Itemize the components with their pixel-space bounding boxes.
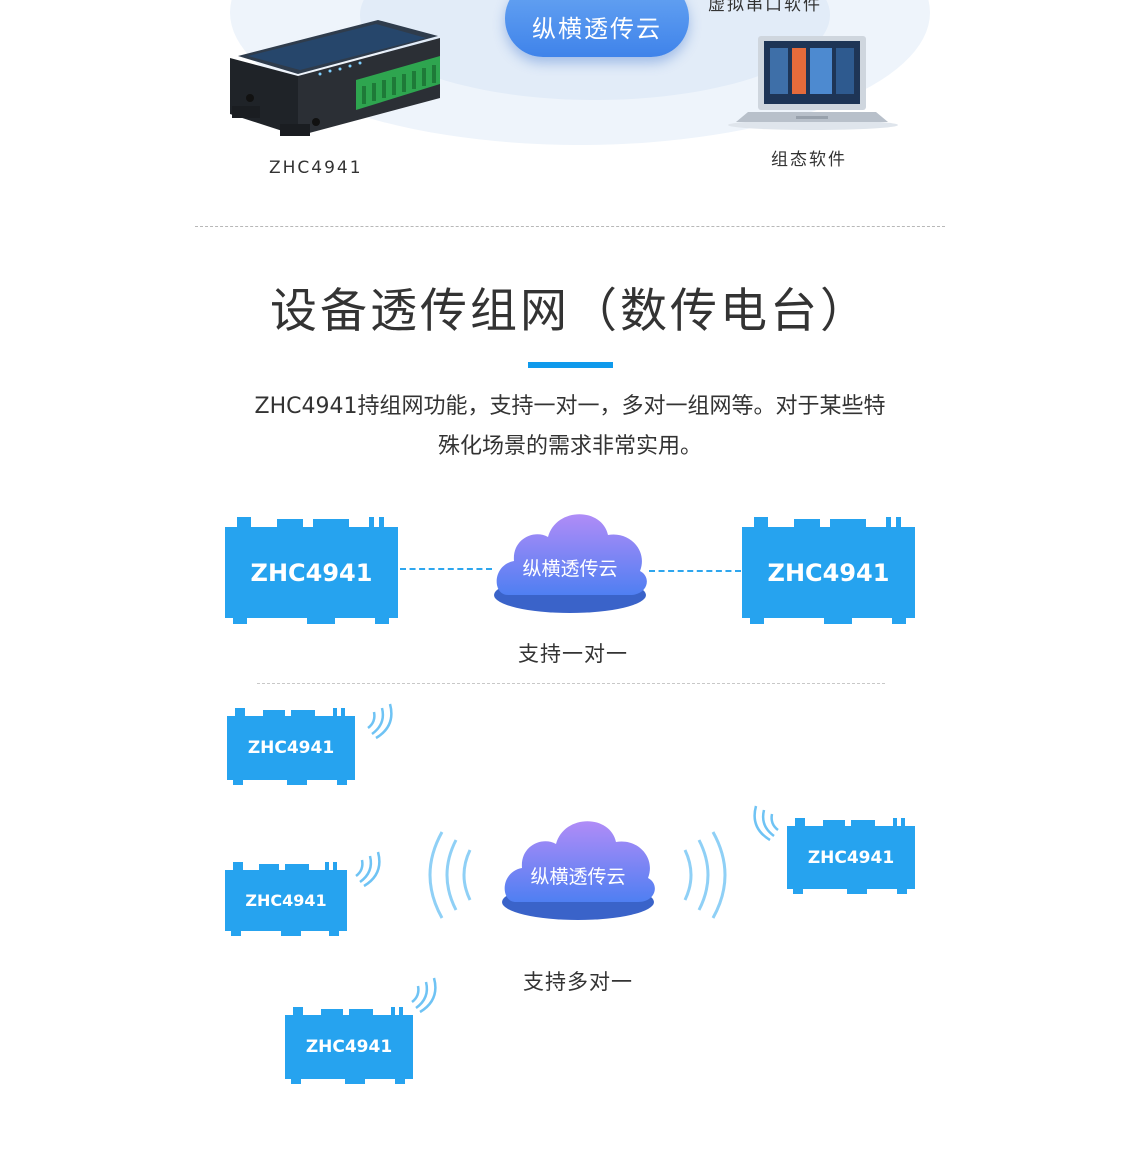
- module-tab: [794, 519, 820, 529]
- section-description: ZHC4941持组网功能，支持一对一，多对一组网等。对于某些特 殊化场景的需求非…: [195, 387, 945, 467]
- module-foot: [329, 930, 339, 936]
- module-antenna: [369, 517, 374, 529]
- module-device-4: ZHC4941: [285, 1007, 413, 1084]
- description-line-1: ZHC4941持组网功能，支持一对一，多对一组网等。对于某些特: [254, 394, 886, 419]
- module-tab: [259, 864, 279, 871]
- module-tab: [235, 708, 245, 717]
- cloud-label-one-to-one: 纵横透传云: [522, 558, 618, 580]
- module-tab: [349, 1009, 373, 1016]
- cloud-pill-label: 纵横透传云: [532, 15, 662, 43]
- cloud-icon-many-to-one: [502, 821, 655, 920]
- cloud-pill-badge: 纵横透传云: [505, 0, 689, 57]
- module-label-2: ZHC4941: [225, 870, 347, 931]
- module-device-right: ZHC4941: [742, 517, 915, 624]
- module-tab: [285, 864, 309, 871]
- module-device-3: ZHC4941: [787, 818, 915, 894]
- module-foot: [395, 1078, 405, 1084]
- module-foot: [233, 779, 243, 785]
- module-antenna: [333, 708, 337, 717]
- module-tab: [754, 517, 768, 529]
- module-tab: [277, 519, 303, 529]
- module-tab: [263, 710, 285, 717]
- signal-wave-icon: [355, 851, 381, 888]
- signal-wave-icon: [367, 703, 393, 740]
- module-foot: [281, 930, 301, 936]
- module-foot: [793, 888, 803, 894]
- module-device-2: ZHC4941: [225, 862, 347, 936]
- module-antenna: [901, 818, 905, 827]
- signal-wave-right-icon: [683, 831, 727, 919]
- module-tab: [237, 517, 251, 529]
- module-foot: [231, 930, 241, 936]
- connection-line-right: [649, 570, 741, 572]
- module-foot: [287, 779, 307, 785]
- module-device-left: ZHC4941: [225, 517, 398, 624]
- module-antenna: [391, 1007, 395, 1016]
- module-device-1: ZHC4941: [227, 708, 355, 785]
- laptop-image: [728, 36, 898, 130]
- module-tab: [830, 519, 866, 529]
- module-foot: [897, 888, 907, 894]
- virtual-serial-software-label: 虚拟串口软件: [708, 0, 822, 15]
- module-foot: [337, 779, 347, 785]
- module-tab: [291, 710, 315, 717]
- module-tab: [293, 1007, 303, 1016]
- section-divider: [195, 226, 945, 227]
- cloud-label-many-to-one: 纵横透传云: [530, 866, 626, 888]
- caption-one-to-one: 支持一对一: [518, 642, 628, 666]
- module-antenna: [896, 517, 901, 529]
- module-label-4: ZHC4941: [285, 1015, 413, 1079]
- module-label-right: ZHC4941: [742, 527, 915, 618]
- description-line-2: 殊化场景的需求非常实用。: [437, 434, 702, 459]
- module-tab: [795, 818, 805, 827]
- module-foot: [345, 1078, 365, 1084]
- signal-wave-left-icon: [428, 831, 472, 919]
- module-tab: [321, 1009, 343, 1016]
- module-tab: [851, 820, 875, 827]
- subsection-divider: [257, 683, 885, 684]
- cloud-icon-one-to-one: [494, 514, 647, 613]
- module-foot: [750, 616, 764, 624]
- module-label-3: ZHC4941: [787, 826, 915, 889]
- caption-many-to-one: 支持多对一: [523, 970, 633, 994]
- module-antenna: [325, 862, 329, 871]
- module-label-left: ZHC4941: [225, 527, 398, 618]
- title-accent-bar: [528, 362, 613, 368]
- module-antenna: [886, 517, 891, 529]
- module-foot: [307, 616, 335, 624]
- module-foot: [291, 1078, 301, 1084]
- module-tab: [233, 862, 243, 871]
- module-antenna: [399, 1007, 403, 1016]
- module-antenna: [379, 517, 384, 529]
- connection-line-left: [400, 568, 492, 570]
- module-tab: [823, 820, 845, 827]
- module-antenna: [893, 818, 897, 827]
- module-antenna: [333, 862, 337, 871]
- module-foot: [847, 888, 867, 894]
- module-label-1: ZHC4941: [227, 716, 355, 780]
- signal-wave-icon: [753, 805, 779, 842]
- module-antenna: [341, 708, 345, 717]
- module-tab: [313, 519, 349, 529]
- module-foot: [892, 616, 906, 624]
- device-model-label: ZHC4941: [269, 158, 363, 178]
- configuration-software-label: 组态软件: [771, 150, 847, 170]
- signal-wave-icon: [411, 977, 437, 1014]
- module-foot: [824, 616, 852, 624]
- module-foot: [375, 616, 389, 624]
- hardware-device-image: [230, 20, 440, 136]
- section-title: 设备透传组网（数传电台）: [270, 284, 870, 339]
- module-foot: [233, 616, 247, 624]
